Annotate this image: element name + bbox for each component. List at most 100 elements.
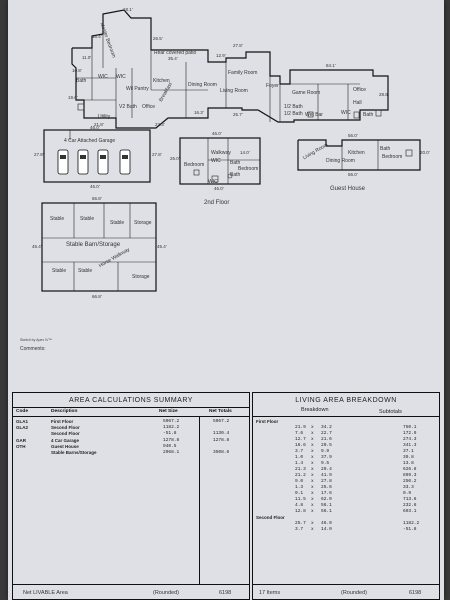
room-label-office: Office: [142, 104, 155, 110]
breakdown-dimension-b: 17.6: [321, 491, 332, 496]
items-count: 17 Items: [259, 590, 281, 596]
breakdown-dimension-b: 9.9: [321, 449, 330, 454]
garage-dimension-top: 46.0': [90, 125, 100, 130]
breakdown-subtotal: 274.3: [403, 437, 417, 442]
breakdown-subtotal: 1182.2: [403, 521, 420, 526]
dimension-label: 10.8': [72, 68, 82, 73]
summary-net-size-cell: 5067.2: [163, 419, 180, 424]
room-label-wil-pantry: Wil Pantry: [126, 86, 149, 92]
room-label-walkway: Walkway: [211, 150, 231, 156]
breakdown-subtotal: 750.1: [403, 425, 417, 430]
garage-dimension-right: 27.8': [152, 152, 162, 157]
upper-floor-outline: [179, 137, 261, 185]
net-livable-area-label: Net LIVABLE Area: [23, 590, 68, 596]
breakdown-subtotal: 0.9: [403, 491, 412, 496]
sketch-credit: Sketch by Apex IV™: [20, 338, 52, 342]
room-label-wet-bar: Wet Bar: [305, 112, 323, 118]
dimension-label: 19.6': [68, 95, 78, 100]
breakdown-dimension-a: 12.7: [295, 437, 306, 442]
breakdown-dimension-b: 25.6: [321, 485, 332, 490]
breakdown-dimension-a: 11.5: [295, 497, 306, 502]
breakdown-subtotal: 172.9: [403, 431, 417, 436]
room-label-bath: Bath: [76, 78, 87, 84]
guest-dimension-bottom: 56.0': [348, 172, 358, 177]
summary-description-cell: Second Floor: [51, 425, 80, 431]
room-label-game-room: Game Room: [292, 90, 321, 96]
guest-dimension-top: 56.0': [348, 133, 358, 138]
room-label-dining-room: Dining Room: [188, 82, 217, 88]
breakdown-subtotal: 713.6: [403, 497, 417, 502]
barn-dimension-bottom: 66.8': [92, 294, 102, 299]
breakdown-multiply-sign: x: [311, 479, 314, 484]
breakdown-subtotal: 899.3: [403, 473, 417, 478]
room-label-dining-room: Dining Room: [326, 158, 355, 164]
breakdown-subtotal: 250.2: [403, 479, 417, 484]
main-house-outline: [71, 9, 389, 129]
breakdown-subtotal: 693.1: [403, 509, 417, 514]
breakdown-multiply-sign: x: [311, 431, 314, 436]
summary-net-size-cell: 1182.2: [163, 425, 180, 431]
summary-net-total-cell: 1278.8: [213, 437, 230, 443]
breakdown-dimension-b: 14.0: [321, 527, 332, 532]
upper-dimension-top2: 14.0': [240, 150, 250, 155]
room-label-living-room: Living Room: [220, 88, 248, 94]
breakdown-dimension-a: 21.3: [295, 467, 306, 472]
breakdown-dimension-a: 1.3: [295, 485, 304, 490]
appraisal-page: Master Bedroom Rear covered patio Bath W…: [8, 0, 444, 600]
room-label-wic: WIC: [211, 158, 221, 164]
net-livable-area-value: 6198: [219, 590, 232, 596]
dimension-label: 27.8': [233, 43, 243, 48]
room-label-stable: Stable: [80, 216, 95, 222]
dimension-label: 12.9': [216, 53, 226, 58]
summary-description-cell: Second Floor: [51, 431, 80, 437]
breakdown-dimension-b: 9.5: [321, 461, 330, 466]
room-label-hall: Hall: [353, 100, 362, 106]
column-header-description: Description: [51, 409, 78, 414]
breakdown-dimension-a: 4.8: [295, 503, 304, 508]
room-label-foyer: Foyer: [266, 83, 279, 89]
room-label-half-bath: 1/2 Bath: [284, 104, 303, 110]
guest-house-outline: [297, 139, 421, 171]
breakdown-dimension-a: 3.7: [295, 449, 304, 454]
column-header-breakdown: Breakdown: [301, 407, 329, 413]
breakdown-multiply-sign: x: [311, 509, 314, 514]
dimension-label: 84.1': [326, 63, 336, 68]
breakdown-dimension-a: 16.6: [295, 443, 306, 448]
breakdown-multiply-sign: x: [311, 455, 314, 460]
barn-dimension-left: 45.4': [32, 244, 42, 249]
comments-label: Comments:: [20, 346, 46, 352]
guest-house-caption: Guest House: [330, 186, 366, 192]
room-label-utility: Utility: [98, 114, 111, 120]
column-header-subtotals: Subtotals: [379, 409, 402, 415]
breakdown-multiply-sign: x: [311, 437, 314, 442]
breakdown-dimension-b: 21.6: [321, 437, 332, 442]
breakdown-dimension-a: 0.1: [295, 491, 304, 496]
room-label-kitchen: Kitchen: [348, 150, 365, 156]
breakdown-dimension-a: 3.7: [295, 527, 304, 532]
summary-description-cell: 4 Car Garage: [51, 437, 80, 443]
breakdown-dimension-b: 20.5: [321, 443, 332, 448]
room-label-rear-patio: Rear covered patio: [154, 50, 197, 56]
column-header-net-totals: Net Totals: [209, 409, 232, 414]
room-label-stable: Stable: [50, 216, 65, 222]
breakdown-multiply-sign: x: [311, 503, 314, 508]
rounded-label: (Rounded): [341, 590, 367, 596]
summary-net-total-cell: 1130.4: [213, 431, 230, 437]
barn-outline: [41, 202, 157, 292]
room-label-bath: Bath: [363, 112, 374, 118]
breakdown-multiply-sign: x: [311, 491, 314, 496]
dimension-label: 26.5': [153, 36, 163, 41]
breakdown-dimension-b: 22.7: [321, 431, 332, 436]
breakdown-dimension-b: 56.1: [321, 503, 332, 508]
breakdown-multiply-sign: x: [311, 443, 314, 448]
breakdown-dimension-a: 9.0: [295, 479, 304, 484]
breakdown-dimension-b: 37.9: [321, 455, 332, 460]
barn-dimension-top: 66.8': [92, 196, 102, 201]
upper-dimension-bottom: 46.0': [214, 186, 224, 191]
breakdown-subtotal: -51.8: [403, 527, 417, 532]
breakdown-dimension-b: 34.2: [321, 425, 332, 430]
breakdown-dimension-b: 62.0: [321, 497, 332, 502]
column-header-net-size: Net Size: [159, 409, 178, 414]
room-label-wic: WIC: [98, 74, 108, 80]
room-label-office: Office: [353, 87, 366, 93]
